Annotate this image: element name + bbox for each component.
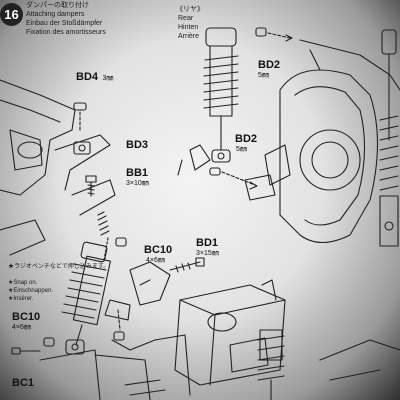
bd1-size: 3×15㎜ [196,250,219,257]
rear-header-de: Hinten [178,24,199,31]
bd2-top-drawing [255,27,293,42]
bc10-left-size: 4×6㎜ [12,324,31,331]
label-bc1: BC1 [12,377,35,389]
left-chassis-frame [0,79,116,256]
rear-header-fr: Arrière [178,33,200,40]
title-en: Attaching dampers [26,11,85,18]
note-de: ★Einschnappen. [8,288,54,294]
bd1-screw-drawing [169,257,205,273]
label-bd3: BD3 [126,139,149,151]
title-fr: Fixation des amortisseurs [26,29,106,36]
servo-box-drawing [124,279,286,396]
bc10-size: 4×6㎜ [146,257,165,264]
title-ja: ダンパーの取り付け [26,2,89,9]
bd2-mid-size: 5㎜ [236,146,247,153]
label-bd1: BD1 [196,237,219,249]
note-fr: ★Insérer. [8,296,34,302]
bb1-size: 3×10㎜ [126,180,149,187]
bd4-size: 3㎜ [102,75,114,82]
label-bc10-left: BC10 [12,311,41,323]
rear-header-ja: 《リヤ》 [176,6,204,13]
bc10-left-drawing [11,337,55,355]
label-bd4: BD4 3㎜ [76,68,113,84]
title-de: Einbau der Stoßdämpfer [26,20,103,27]
label-bd2-mid: BD2 [235,133,258,145]
right-damper-drawing [379,29,399,247]
rear-damper-drawing [177,27,239,176]
lower-damper-drawing [61,211,127,355]
note-ja: ★ラジオペンチなどで押し込みます。 [8,264,110,270]
step-number-badge: 16 [0,3,23,26]
bd4-code: BD4 [76,71,99,83]
bb1-screw-drawing [85,175,97,197]
note-en: ★Snap on. [8,280,38,286]
bd2-top-size: 5㎜ [258,72,269,79]
bd4-collar-drawing [73,102,87,131]
lower-right-damper-drawing [257,329,400,400]
bd2-mid-drawing [209,167,276,201]
label-bc10: BC10 [144,244,173,256]
rear-header-en: Rear [178,15,194,22]
bd3-drawing [73,141,91,155]
label-bd2-top: BD2 [258,59,281,71]
lower-shock-mount-drawing [39,261,171,400]
label-bb1: BB1 [126,167,149,179]
